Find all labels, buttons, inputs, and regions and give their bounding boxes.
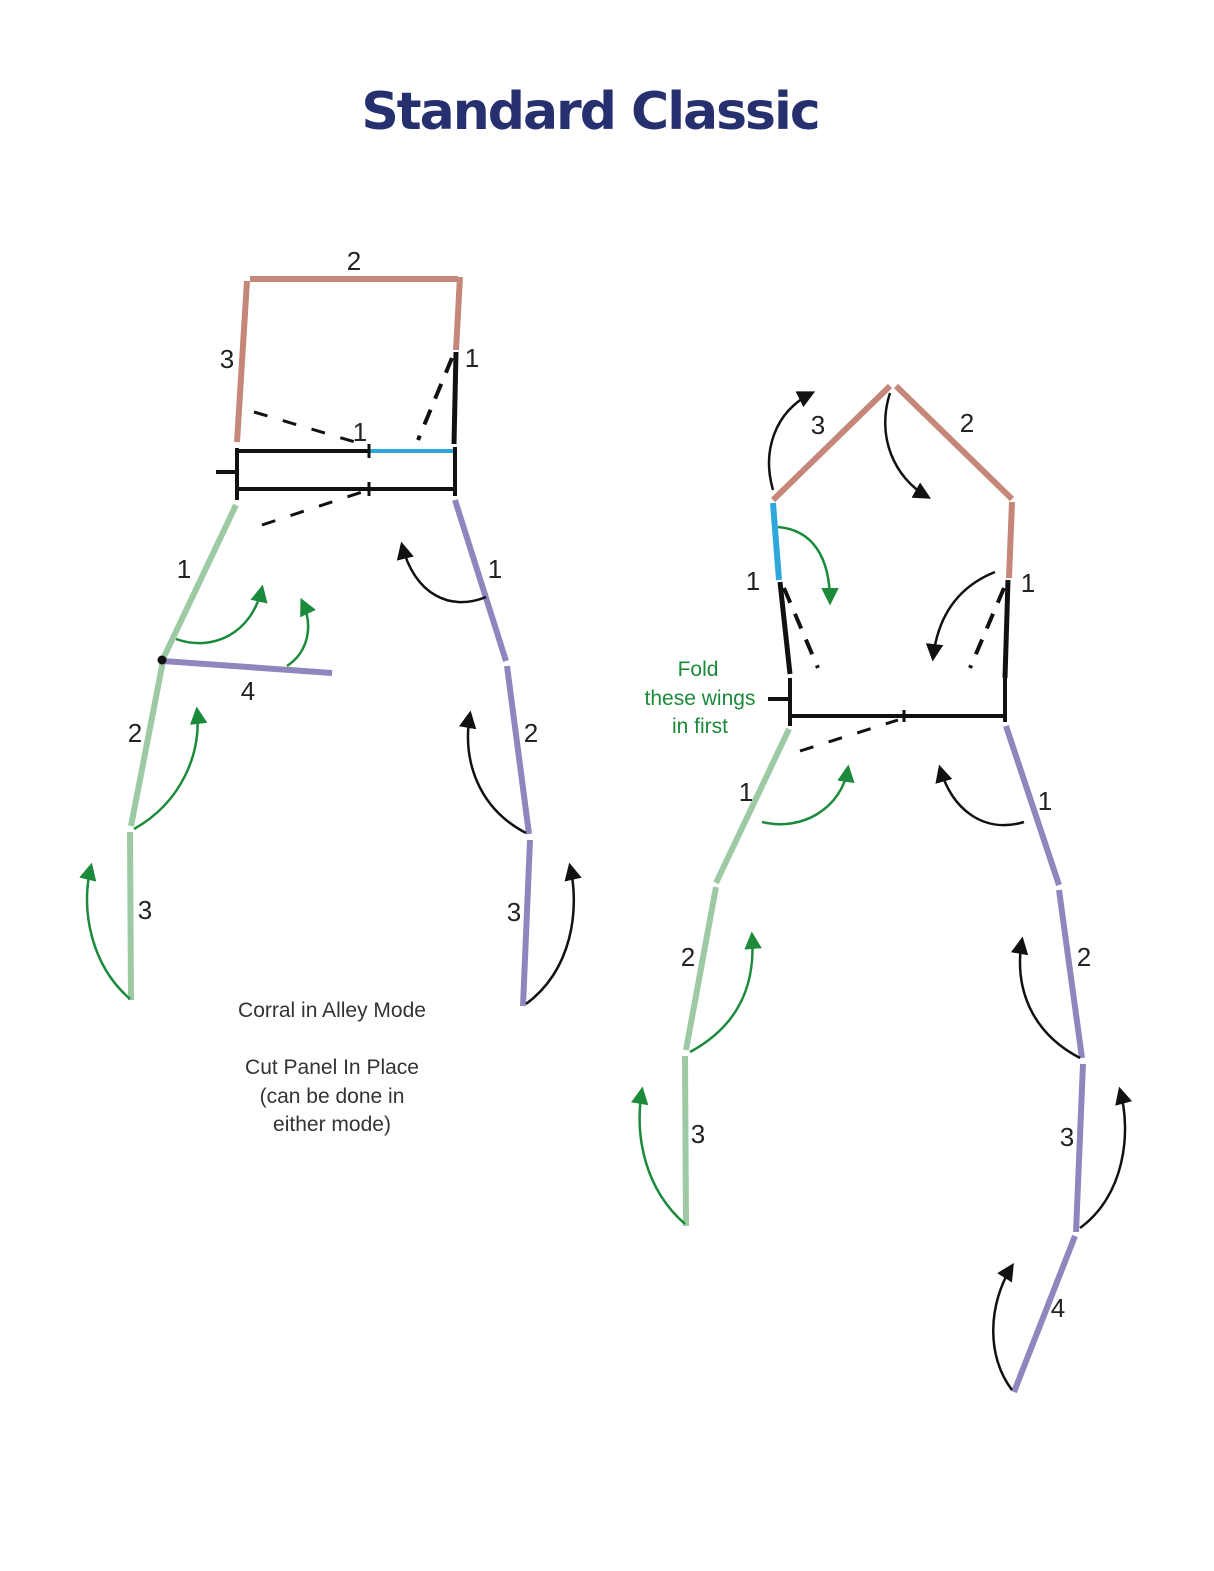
note-mode: Corral in Alley Mode bbox=[238, 999, 426, 1022]
right-label-wing-right: 1 bbox=[1021, 568, 1035, 598]
left-label-panel-4: 4 bbox=[241, 676, 255, 706]
left-upper-right-post bbox=[451, 351, 459, 445]
right-arm-right-panel-3 bbox=[1073, 1063, 1086, 1233]
left-upper-right-brown-panel bbox=[453, 276, 463, 351]
right-dashed-gate-swing bbox=[799, 718, 899, 753]
fold-note-line-2: these wings bbox=[645, 687, 756, 710]
right-arrow-black-right-4 bbox=[992, 1263, 1014, 1391]
left-cut-panel-4 bbox=[162, 658, 333, 676]
left-label-arm-2: 2 bbox=[128, 718, 142, 748]
left-right-arm-panel-3 bbox=[520, 839, 533, 1007]
left-label-top: 2 bbox=[347, 246, 361, 276]
left-label-upper-left: 3 bbox=[220, 344, 234, 374]
left-label-right-3: 3 bbox=[507, 897, 521, 927]
note-cut-line-1: Cut Panel In Place bbox=[245, 1056, 419, 1079]
right-arrow-black-right-wing bbox=[925, 570, 996, 662]
left-dashed-swing-upper bbox=[253, 410, 356, 444]
left-arrow-green-panel3 bbox=[79, 862, 131, 1000]
right-diagram: 3 2 1 1 1 2 3 1 2 3 4 Fold these wings i… bbox=[631, 383, 1133, 1394]
right-label-right-1: 1 bbox=[1038, 786, 1052, 816]
right-arrow-black-roof-right bbox=[884, 392, 932, 499]
page-title: Standard Classic bbox=[361, 82, 820, 142]
left-label-center: 1 bbox=[353, 417, 367, 447]
left-right-arm-panel-1 bbox=[452, 499, 509, 662]
right-label-right-3: 3 bbox=[1060, 1122, 1074, 1152]
right-label-left-1: 1 bbox=[739, 777, 753, 807]
right-dashed-wing-left bbox=[782, 587, 820, 669]
right-arrow-black-right-1 bbox=[935, 764, 1025, 827]
left-arrow-black-right2 bbox=[458, 710, 527, 835]
left-arrow-black-right1 bbox=[396, 541, 487, 604]
fold-note-line-1: Fold bbox=[678, 658, 719, 681]
right-arrow-black-right-2 bbox=[1010, 936, 1081, 1060]
right-arm-right-panel-1 bbox=[1003, 725, 1062, 886]
right-label-roof-right: 2 bbox=[960, 408, 974, 438]
right-arm-left-panel-1 bbox=[713, 727, 792, 885]
left-arm-panel-3 bbox=[127, 831, 134, 1001]
right-label-right-2: 2 bbox=[1077, 942, 1091, 972]
left-arm-panel-2 bbox=[128, 660, 166, 827]
note-cut-line-2: (can be done in bbox=[260, 1085, 405, 1108]
left-diagram: 2 3 1 1 1 2 3 4 1 2 3 Corral in Alley Mo… bbox=[79, 246, 582, 1136]
left-label-arm-3: 3 bbox=[138, 895, 152, 925]
right-arrow-green-left-3 bbox=[631, 1086, 686, 1225]
left-label-upper-right: 1 bbox=[465, 343, 479, 373]
left-label-right-1: 1 bbox=[488, 554, 502, 584]
left-right-arm-panel-2 bbox=[504, 665, 532, 835]
left-arrow-green-panel2 bbox=[133, 706, 208, 831]
right-arm-right-panel-4 bbox=[1011, 1234, 1078, 1394]
right-arrow-green-left-1 bbox=[761, 764, 855, 826]
right-left-blue-panel bbox=[770, 502, 782, 581]
right-right-black-wing bbox=[1002, 579, 1011, 679]
right-roof-left-panel bbox=[770, 383, 893, 503]
fold-note-line-3: in first bbox=[672, 715, 728, 738]
right-label-left-2: 2 bbox=[681, 942, 695, 972]
note-cut-line-3: either mode) bbox=[273, 1113, 391, 1136]
right-label-right-4: 4 bbox=[1051, 1293, 1065, 1323]
right-arm-right-panel-2 bbox=[1056, 889, 1085, 1059]
left-arm-panel-1 bbox=[160, 503, 239, 661]
left-dashed-swing-lower bbox=[261, 490, 363, 527]
right-dashed-wing-right bbox=[968, 587, 1006, 669]
right-right-brown-panel bbox=[1006, 501, 1015, 579]
left-hinge-dot bbox=[157, 655, 167, 665]
left-label-arm-1: 1 bbox=[177, 554, 191, 584]
left-arrow-black-right3 bbox=[525, 862, 582, 1006]
right-arrow-black-right-3 bbox=[1079, 1086, 1133, 1230]
right-arm-left-panel-2 bbox=[683, 886, 719, 1051]
right-arrow-black-roof-left bbox=[767, 391, 816, 491]
right-arm-left-panel-3 bbox=[682, 1055, 689, 1227]
right-roof-right-panel bbox=[893, 383, 1015, 502]
left-upper-left-panel bbox=[234, 280, 250, 443]
right-left-black-wing bbox=[777, 581, 793, 675]
left-arrow-green-panel4 bbox=[286, 597, 316, 668]
left-label-right-2: 2 bbox=[524, 718, 538, 748]
left-arrow-green-panel1 bbox=[175, 584, 268, 645]
right-label-wing-left: 1 bbox=[746, 566, 760, 596]
right-label-left-3: 3 bbox=[691, 1119, 705, 1149]
right-arrow-green-blue-wing bbox=[777, 525, 839, 606]
right-label-roof-left: 3 bbox=[811, 410, 825, 440]
right-arrow-green-left-2 bbox=[689, 931, 762, 1054]
left-dashed-swing-right bbox=[416, 357, 454, 441]
